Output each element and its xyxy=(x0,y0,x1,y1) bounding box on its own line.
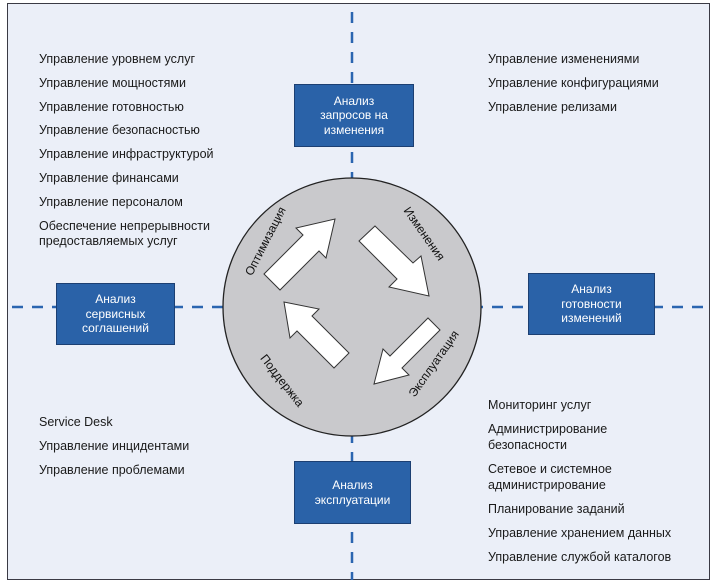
list-item: Планирование заданий xyxy=(488,501,625,516)
list-item: Управление финансами xyxy=(39,170,179,185)
list-item: Мониторинг услуг xyxy=(488,398,592,412)
list-item: Управление проблемами xyxy=(39,462,185,477)
list-item: Управление уровнем услуг xyxy=(39,52,195,66)
list-item: Управление мощностями xyxy=(39,75,186,90)
list-item: Управление инцидентами xyxy=(39,438,190,453)
lifecycle-circle xyxy=(222,177,482,437)
list-item: Service Desk xyxy=(39,415,113,429)
arrow-changes xyxy=(358,225,430,297)
list-item: Управление изменениями xyxy=(488,52,640,66)
list-item: Управление инфраструктурой xyxy=(39,147,214,162)
arrow-support xyxy=(283,301,350,369)
arrow-optimization xyxy=(263,218,336,291)
list-item: Управление службой каталогов xyxy=(488,550,672,565)
list-item: Управление персоналом xyxy=(39,194,183,209)
list-item: Управление готовностью xyxy=(39,99,184,114)
arrow-operation xyxy=(373,317,441,385)
list-item: Управление релизами xyxy=(488,99,617,114)
list-item: Управление конфигурациями xyxy=(488,75,659,90)
list-item: Управление безопасностью xyxy=(39,123,200,138)
list-item: Управление хранением данных xyxy=(488,526,672,541)
